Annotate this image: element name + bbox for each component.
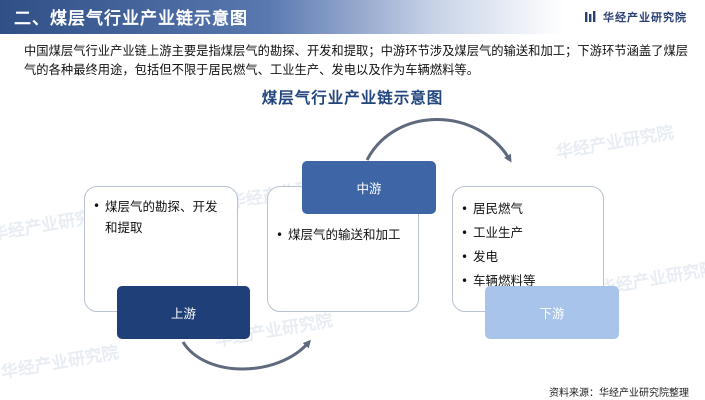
- list-item: 工业生产: [461, 221, 595, 245]
- downstream-stage: 下游: [485, 286, 619, 339]
- diagram-title: 煤层气行业产业链示意图: [261, 89, 444, 107]
- brand-logo-icon: [585, 11, 596, 22]
- midstream-stage: 中游: [302, 161, 436, 214]
- arrow-mid-to-down: [365, 118, 512, 163]
- midstream-list: 煤层气的输送和加工: [268, 187, 418, 245]
- source-note: 资料来源：华经产业研究院整理: [549, 388, 689, 399]
- brand-logo: 华经产业研究院: [584, 9, 687, 25]
- list-item: 煤层气的勘探、开发和提取: [93, 196, 225, 238]
- watermark: 华经产业研究院: [0, 342, 121, 384]
- list-item: 煤层气的输送和加工: [276, 225, 410, 245]
- list-item: 居民燃气: [461, 197, 595, 221]
- list-item: 发电: [461, 245, 595, 269]
- downstream-list: 居民燃气 工业生产 发电 车辆燃料等: [453, 187, 603, 293]
- intro-paragraph: 中国煤层气行业产业链上游主要是指煤层气的勘探、开发和提取；中游环节涉及煤层气的输…: [24, 44, 689, 77]
- header-bar: 二、煤层气行业产业链示意图 华经产业研究院: [0, 0, 705, 34]
- list-item: 车辆燃料等: [461, 269, 595, 293]
- arrow-up-to-mid: [181, 339, 311, 371]
- page-title: 二、煤层气行业产业链示意图: [14, 9, 248, 29]
- upstream-stage: 上游: [117, 286, 250, 339]
- watermark: 华经产业研究院: [554, 122, 676, 164]
- upstream-list: 煤层气的勘探、开发和提取: [85, 187, 237, 238]
- brand-logo-text: 华经产业研究院: [603, 11, 687, 24]
